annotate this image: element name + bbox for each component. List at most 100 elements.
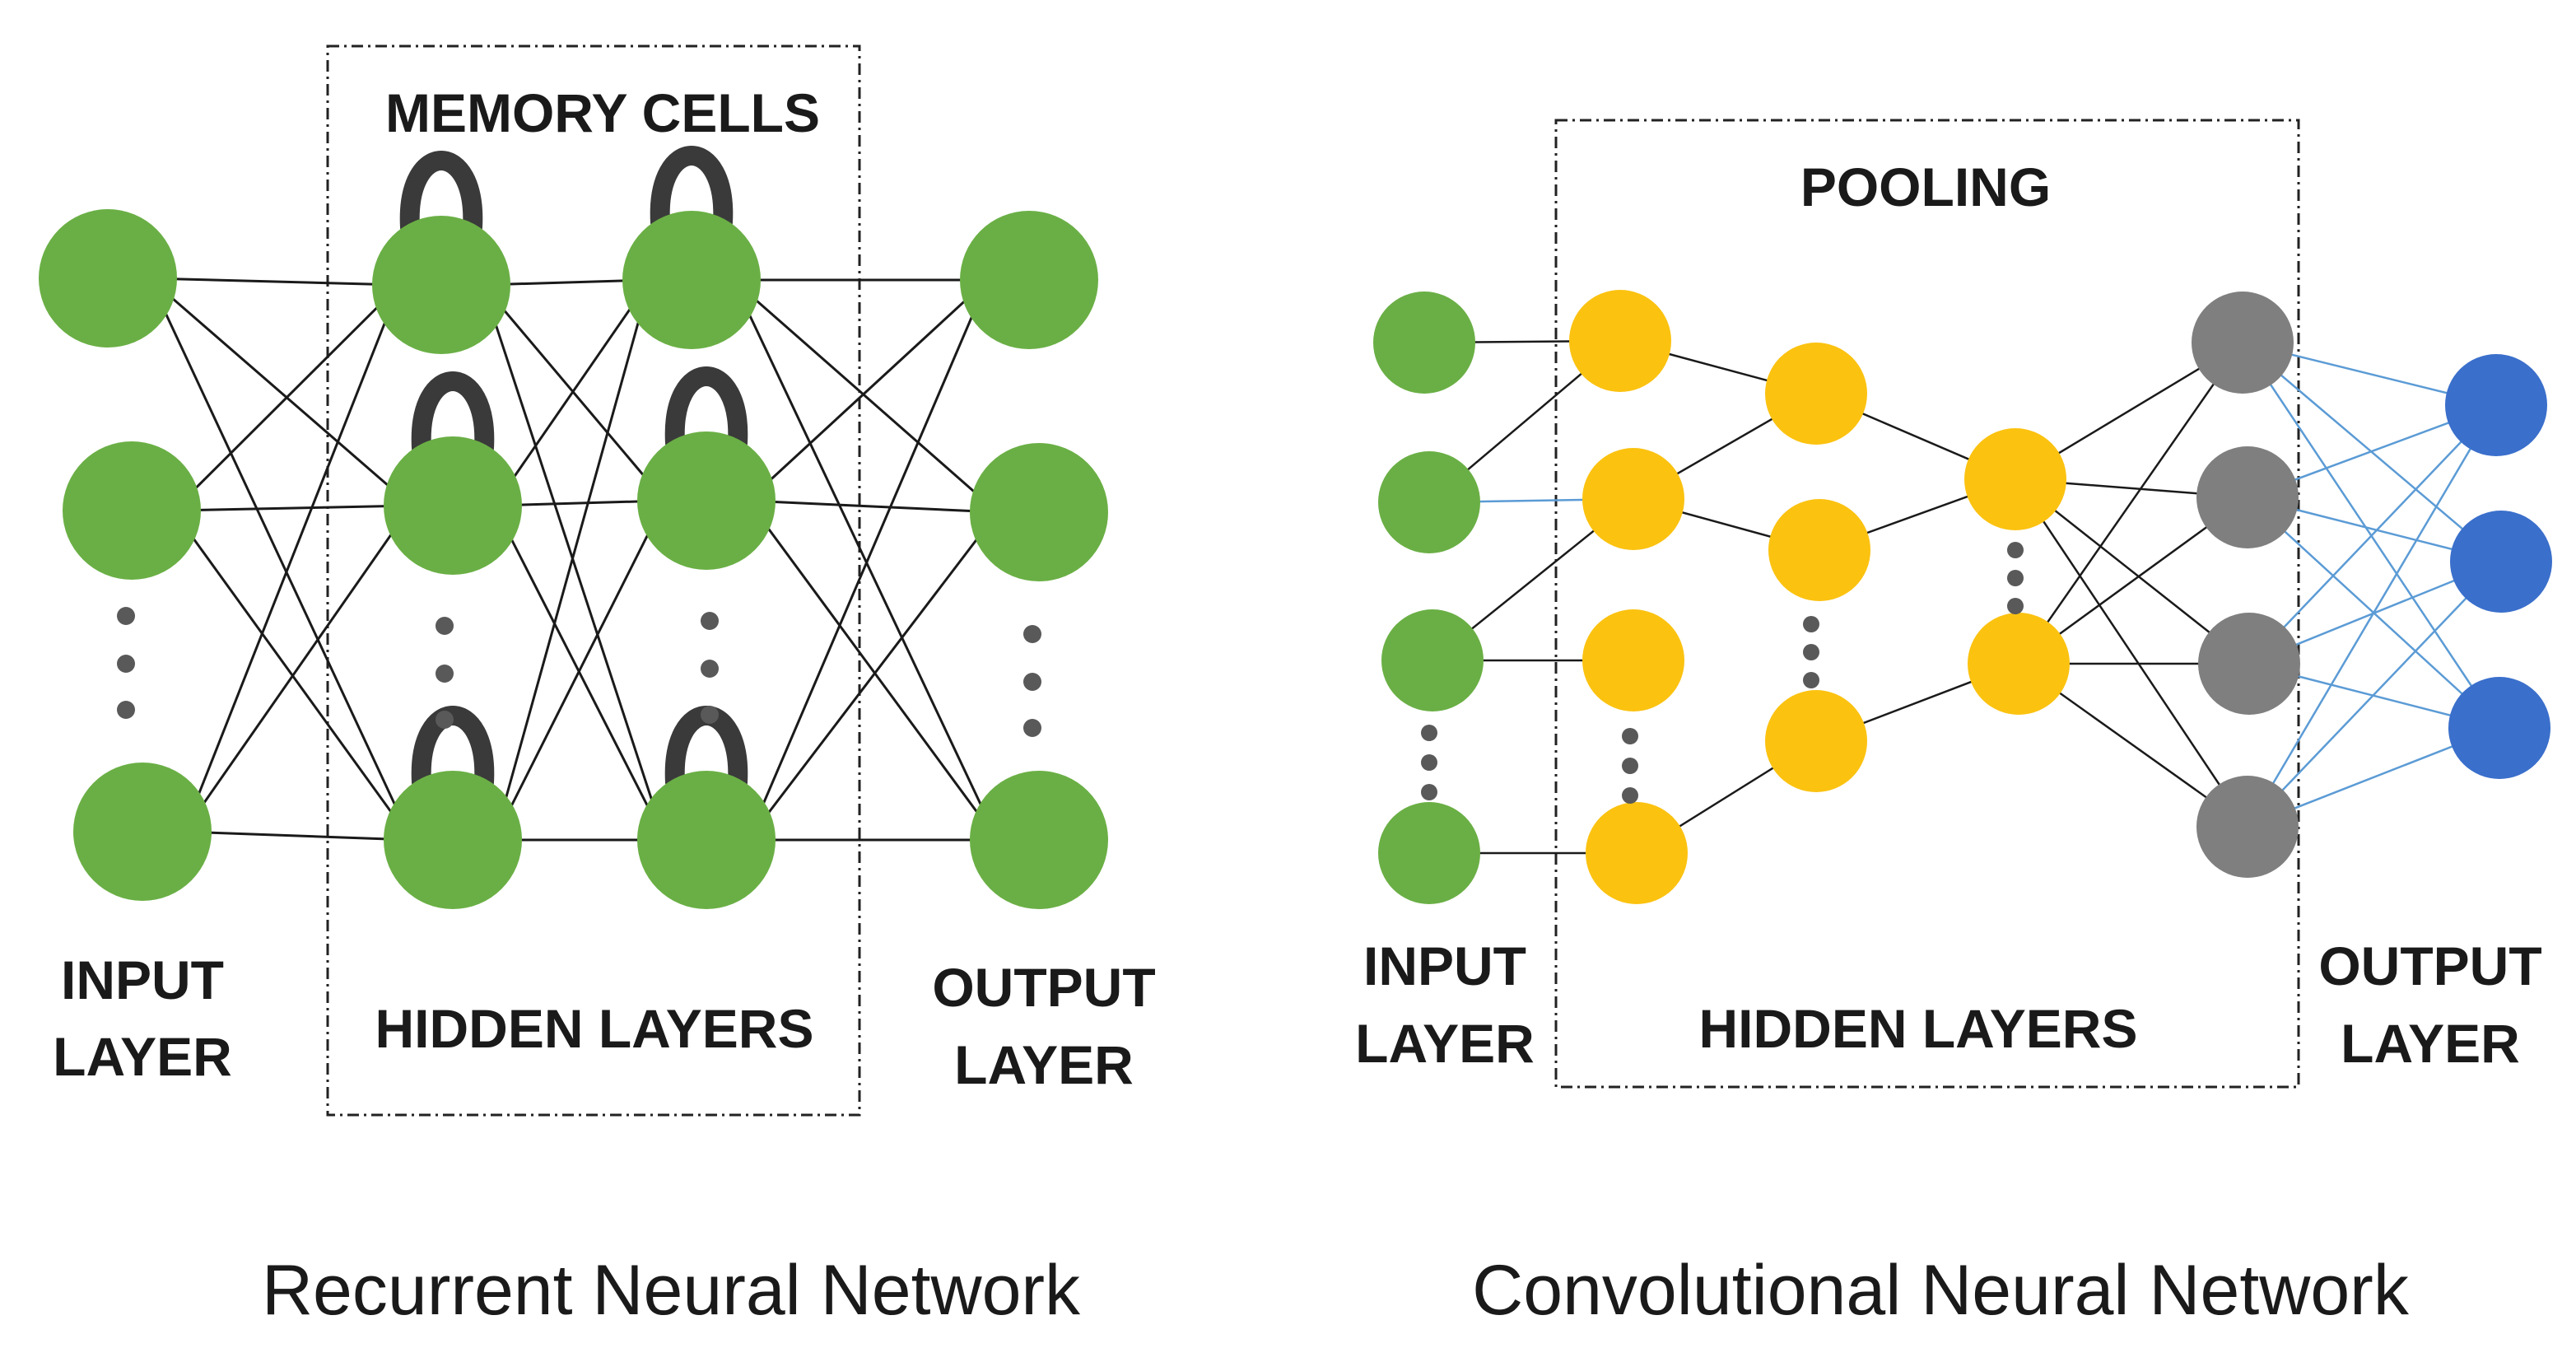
ellipsis-dot — [1421, 784, 1437, 800]
rnn-edge — [747, 511, 999, 841]
rnn-input-layer-label-line2: LAYER — [53, 1026, 232, 1087]
cnn-edge — [2246, 404, 2498, 828]
rnn-edge — [732, 279, 999, 841]
cnn-hidden-region — [1554, 119, 2300, 1089]
rnn-edge — [747, 279, 989, 841]
rnn-ellipsis-dots — [117, 607, 1041, 737]
rnn-edge — [748, 499, 998, 514]
cnn-edge — [2248, 404, 2497, 665]
rnn-hidden-node — [384, 771, 522, 909]
rnn-output-node — [970, 443, 1108, 581]
rnn-edge — [183, 505, 412, 833]
rnn-edge — [493, 279, 651, 506]
rnn-memory-cells-label: MEMORY CELLS — [385, 82, 820, 143]
cnn-hidden-node — [2198, 613, 2300, 715]
cnn-caption: Convolutional Neural Network — [1472, 1251, 2410, 1330]
cnn-diagram: POOLING INPUT LAYER HIDDEN LAYERS OUTPUT… — [1355, 119, 2552, 1330]
rnn-diagram: MEMORY CELLS INPUT LAYER HIDDEN LAYERS O… — [39, 44, 1156, 1330]
ellipsis-dot — [1023, 625, 1041, 643]
ellipsis-dot — [1803, 644, 1819, 660]
rnn-connections — [148, 277, 999, 842]
cnn-pooling-label: POOLING — [1800, 156, 2051, 217]
ellipsis-dot — [2007, 598, 2024, 614]
rnn-output-layer-label-line1: OUTPUT — [932, 957, 1155, 1018]
rnn-output-layer-label-line2: LAYER — [954, 1034, 1134, 1095]
cnn-input-layer-label-line2: LAYER — [1355, 1013, 1535, 1074]
rnn-edge — [148, 277, 412, 507]
ellipsis-dot — [117, 607, 135, 625]
ellipsis-dot — [436, 617, 454, 635]
rnn-edge — [482, 284, 666, 501]
ellipsis-dot — [436, 711, 454, 729]
rnn-edge — [184, 830, 412, 842]
ellipsis-dot — [1421, 725, 1437, 741]
rnn-edge — [481, 284, 667, 841]
cnn-input-node — [1378, 802, 1480, 904]
cnn-hidden-node — [1768, 499, 1870, 601]
ellipsis-dot — [436, 665, 454, 683]
rnn-edge — [183, 284, 401, 833]
cnn-hidden-node — [2196, 776, 2299, 878]
rnn-edge — [148, 278, 412, 841]
cnn-input-node — [1378, 451, 1480, 553]
rnn-hidden-region — [326, 44, 861, 1117]
rnn-output-node — [960, 211, 1098, 349]
cnn-hidden-node — [2196, 446, 2299, 548]
cnn-output-layer-label-line2: LAYER — [2341, 1013, 2520, 1074]
cnn-pooling-node — [1968, 613, 2070, 715]
rnn-edge — [173, 504, 412, 512]
ellipsis-dot — [1622, 728, 1638, 744]
rnn-edge — [149, 277, 400, 287]
cnn-edge — [2017, 342, 2244, 665]
ellipsis-dot — [1622, 758, 1638, 774]
ellipsis-dot — [2007, 542, 2024, 558]
rnn-hidden-node — [637, 431, 776, 570]
cnn-hidden-node — [1765, 343, 1867, 445]
ellipsis-dot — [117, 701, 135, 719]
rnn-hidden-node — [372, 216, 510, 354]
ellipsis-dot — [1803, 616, 1819, 632]
cnn-edge — [2014, 478, 2249, 828]
rnn-edge — [493, 500, 666, 841]
memory-loop-icon — [411, 706, 495, 792]
rnn-hidden-node — [622, 211, 761, 349]
cnn-edge — [2247, 561, 2502, 828]
rnn-edge — [492, 279, 652, 841]
rnn-input-layer-label-line1: INPUT — [61, 949, 224, 1010]
ellipsis-dot — [701, 660, 719, 678]
cnn-nodes — [1373, 290, 2552, 904]
cnn-connections — [1423, 339, 2502, 855]
rnn-edge — [482, 278, 650, 287]
ellipsis-dot — [1023, 673, 1041, 691]
cnn-input-layer-label-line1: INPUT — [1363, 935, 1526, 996]
rnn-nodes — [39, 209, 1108, 909]
memory-loop-icon — [650, 146, 734, 232]
memory-loop-icon — [664, 366, 748, 453]
cnn-hidden-node — [1765, 690, 1867, 792]
cnn-pooling-node — [1964, 428, 2066, 530]
memory-loop-icon — [399, 151, 483, 237]
cnn-hidden-node — [1569, 290, 1671, 392]
cnn-hidden-node — [1582, 448, 1684, 550]
ellipsis-dot — [1803, 672, 1819, 688]
rnn-edge — [494, 499, 665, 507]
ellipsis-dot — [1421, 754, 1437, 771]
cnn-hidden-node — [2192, 292, 2294, 394]
rnn-output-node — [970, 771, 1108, 909]
ellipsis-dot — [1023, 719, 1041, 737]
cnn-ellipsis-dots — [1421, 542, 2024, 804]
cnn-input-node — [1373, 292, 1475, 394]
rnn-edge — [747, 278, 989, 502]
cnn-input-node — [1381, 609, 1484, 711]
cnn-hidden-layers-label: HIDDEN LAYERS — [1699, 998, 2138, 1059]
ellipsis-dot — [117, 655, 135, 673]
rnn-edge — [172, 283, 401, 512]
rnn-hidden-node — [637, 771, 776, 909]
ellipsis-dot — [701, 706, 719, 724]
rnn-input-node — [73, 763, 212, 901]
rnn-hidden-layers-label: HIDDEN LAYERS — [375, 998, 814, 1059]
rnn-edge — [747, 500, 999, 841]
rnn-hidden-node — [384, 436, 522, 575]
ellipsis-dot — [701, 612, 719, 630]
